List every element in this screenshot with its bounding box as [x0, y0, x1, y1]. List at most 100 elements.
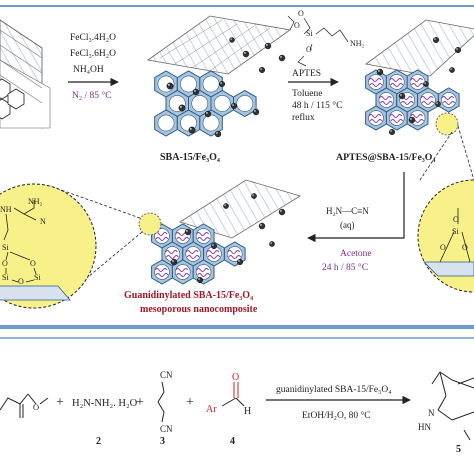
step3-arrow-path: [307, 172, 405, 243]
mesopore: [157, 114, 175, 132]
fe3o4-particle: [251, 193, 257, 199]
fe3o4-particle-highlight: [206, 112, 208, 114]
mesopore: [389, 74, 405, 90]
aptes-sba15-label: APTES@SBA-15/Fe₃O₄: [336, 152, 435, 163]
plus-3: +: [186, 395, 194, 410]
zoom-connector-left-1: [49, 185, 141, 219]
fe3o4-particle: [192, 88, 200, 96]
fe3o4-particle: [230, 102, 237, 109]
zoom-right-o-right: O: [462, 243, 468, 252]
fe3o4-particle: [229, 37, 235, 43]
fe3o4-particle: [218, 80, 225, 87]
functional-chain: [368, 78, 383, 87]
step1-reagent-2: FeCl₃.6H₂O: [70, 49, 116, 59]
mesopore: [213, 95, 231, 112]
fe3o4-particle-highlight: [260, 68, 262, 70]
fe3o4-particle: [398, 92, 406, 100]
step3-time-temp: 24 h / 85 °C: [322, 262, 368, 273]
fe3o4-particle: [258, 222, 266, 230]
step1-condition: N₂ / 85 °C: [72, 90, 112, 101]
fe3o4-nanoparticles-2: [376, 37, 462, 135]
fe3o4-particle: [376, 68, 384, 76]
step2-mode: reflux: [292, 112, 315, 123]
plus-2: +: [136, 395, 144, 410]
fe3o4-particle-highlight: [450, 68, 452, 70]
functional-chain: [441, 96, 456, 105]
fe3o4-particle: [166, 82, 174, 90]
aptes-structure: O Si O O NH₂: [287, 9, 365, 67]
fe3o4-particle: [178, 104, 186, 112]
zoom-right-si: Si: [452, 227, 459, 236]
fe3o4-particle-highlight: [224, 204, 226, 206]
reaction-conditions: EtOH/H₂O, 80 °C: [302, 410, 371, 421]
functional-chain: [389, 114, 404, 123]
aptes-o-top: O: [298, 9, 304, 18]
functional-chain: [154, 232, 169, 241]
fe3o4-particle-highlight: [424, 82, 426, 84]
aptes-zoom-spot: [435, 112, 459, 136]
fe3o4-particle-highlight: [410, 118, 412, 120]
final-label-line2: mesoporous nanocomposite: [140, 304, 258, 315]
mesopore: [195, 228, 212, 244]
product-hn: HN: [418, 422, 431, 432]
final-label-line1: Guanidinylated SBA-15/Fe₃O₄: [124, 290, 253, 301]
zoom-left-si-top: Si: [2, 243, 9, 252]
fe3o4-particle: [408, 116, 416, 124]
functional-chain: [154, 268, 169, 277]
zoom-connector-right-2: [457, 125, 474, 181]
zoom-left-si-left: Si: [2, 273, 9, 282]
mesopore: [202, 114, 220, 132]
fe3o4-particle-highlight: [212, 244, 214, 246]
zoom-left-nh2: NH₂: [28, 197, 43, 206]
fe3o4-particle: [188, 126, 196, 134]
fe3o4-particle: [433, 37, 440, 44]
fe3o4-particle: [252, 108, 260, 116]
mesopore: [236, 95, 254, 112]
fe3o4-particle-highlight: [194, 90, 196, 92]
guanidine-zoom-spot: [138, 212, 162, 236]
raw-sba15-support: [0, 19, 51, 129]
fe3o4-particle: [259, 66, 266, 73]
mesopore: [368, 74, 384, 90]
mesopore: [202, 75, 220, 93]
fe3o4-particle-highlight: [172, 260, 174, 262]
aptes-o-bottom: O: [306, 45, 312, 54]
sba15-fe3o4-label: SBA-15/Fe₃O₄: [160, 152, 220, 163]
functional-chain: [389, 78, 404, 87]
fe3o4-particle-highlight: [390, 130, 392, 132]
mesopore: [368, 110, 384, 126]
functional-chain: [368, 114, 383, 123]
fe3o4-particle-highlight: [179, 105, 182, 108]
fe3o4-particle: [455, 47, 462, 54]
fe3o4-particle-highlight: [198, 278, 200, 280]
aldehyde-ar: Ar: [206, 404, 217, 415]
fe3o4-particle: [184, 228, 192, 236]
functional-chain: [185, 250, 200, 259]
fe3o4-particle-highlight: [280, 210, 282, 212]
step2-time-temp: 48 h / 115 °C: [292, 100, 342, 111]
compound-number-2: 2: [96, 436, 101, 447]
functional-chain: [227, 250, 242, 259]
compound-number-5: 5: [456, 444, 461, 455]
mesopore: [175, 264, 191, 280]
sba15-fe3o4-structure: [146, 15, 292, 137]
mesopore: [154, 264, 170, 280]
hydrazine: H₂N-NH₂. H₂O: [72, 398, 138, 409]
fe3o4-particle: [278, 54, 286, 62]
aldehyde-o: O: [232, 372, 239, 383]
fe3o4-particle: [210, 242, 217, 249]
zoom-right-o-top: O: [453, 215, 459, 224]
fe3o4-particle-highlight: [266, 44, 268, 46]
upper-panel-frame: [0, 5, 474, 327]
mesopore: [164, 246, 181, 262]
fe3o4-particle-highlight: [456, 48, 458, 50]
fe3o4-particle: [449, 67, 455, 73]
zoom-circle-left: NH₂ NH N Si O O O Si Si: [0, 183, 97, 309]
fe3o4-particle-highlight: [260, 224, 262, 226]
fe3o4-particle: [204, 110, 212, 118]
fe3o4-particle-highlight: [436, 102, 438, 104]
mesopore: [409, 74, 426, 90]
fe3o4-particle: [223, 203, 229, 209]
fe3o4-particle-highlight: [254, 110, 256, 112]
